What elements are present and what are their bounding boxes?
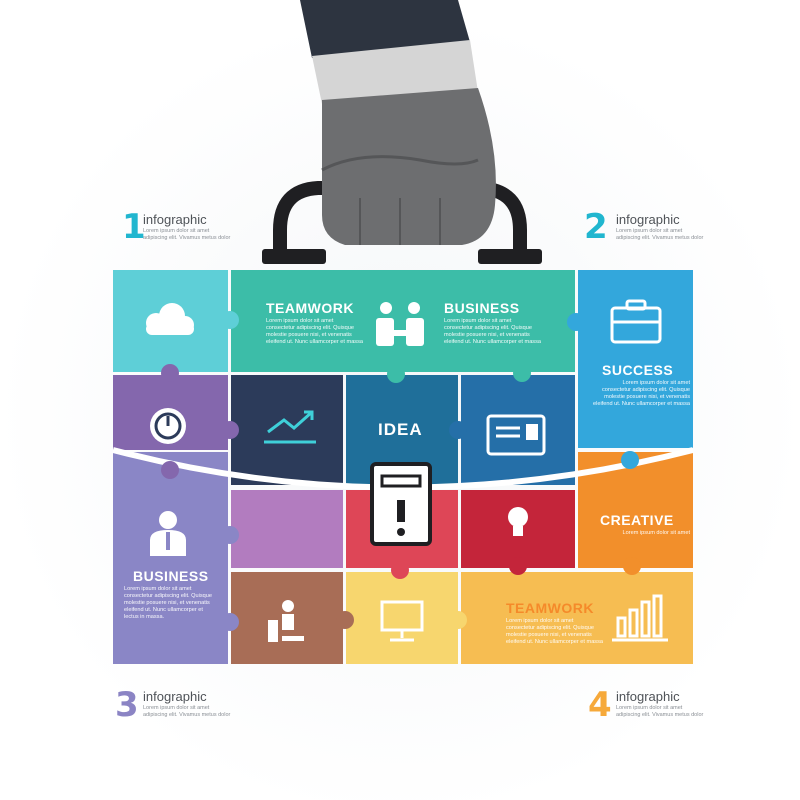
computer-icon: [380, 600, 424, 642]
tile-teamwork-business: [231, 270, 575, 372]
creative-title: CREATIVE: [600, 512, 674, 528]
label-number-4: 4: [588, 685, 612, 725]
teamwork-bottom-title: TEAMWORK: [506, 600, 594, 616]
tile-orchid: [231, 490, 343, 568]
teamwork-bottom-text: Lorem ipsum dolor sit amet consectetur a…: [506, 618, 604, 645]
fist-thumb: [321, 155, 479, 172]
tile-growth: [231, 375, 343, 485]
handle-clip-left: [262, 249, 326, 264]
teamwork-top-title: TEAMWORK: [266, 300, 354, 316]
label-number-2: 2: [584, 207, 608, 247]
shirt-cuff: [312, 40, 478, 104]
growth-chart-icon: [264, 410, 316, 444]
id-card-icon: [486, 414, 546, 456]
tile-success: [578, 270, 693, 448]
handle-clip-right: [478, 249, 542, 264]
label-word-4: infographic: [616, 689, 680, 704]
clock-icon: [150, 408, 186, 444]
teamwork-top-text: Lorem ipsum dolor sit amet consectetur a…: [266, 318, 364, 345]
success-text: Lorem ipsum dolor sit amet consectetur a…: [592, 380, 690, 407]
handshake-icon: [376, 302, 424, 346]
creative-text: Lorem ipsum dolor sit amet: [622, 530, 690, 536]
briefcase-icon: [610, 299, 662, 344]
tile-business: [113, 452, 228, 664]
lightbulb-icon: [508, 507, 528, 536]
business-top-text: Lorem ipsum dolor sit amet consectetur a…: [444, 318, 542, 345]
success-title: SUCCESS: [602, 362, 674, 378]
label-word-2: infographic: [616, 212, 680, 227]
idea-title: IDEA: [378, 420, 423, 439]
suit-sleeve: [300, 0, 470, 58]
business-top-title: BUSINESS: [444, 300, 520, 316]
server-icon: [370, 462, 432, 546]
label-word-1: infographic: [143, 212, 207, 227]
cloud-icon: [146, 303, 194, 335]
puzzle-tiles: [112, 270, 694, 664]
office-worker-icon: [268, 600, 304, 642]
businessman-icon: [150, 511, 186, 556]
bar-chart-icon: [612, 594, 668, 642]
business-left-title: BUSINESS: [133, 568, 209, 584]
label-sub-1: Lorem ipsum dolor sit amet adipiscing el…: [143, 228, 231, 241]
tile-computer: [346, 572, 458, 664]
label-number-1: 1: [122, 207, 146, 247]
business-left-text: Lorem ipsum dolor sit amet consectetur a…: [124, 586, 212, 620]
label-number-3: 3: [115, 685, 139, 725]
label-sub-4: Lorem ipsum dolor sit amet adipiscing el…: [616, 705, 704, 718]
label-sub-2: Lorem ipsum dolor sit amet adipiscing el…: [616, 228, 704, 241]
label-word-3: infographic: [143, 689, 207, 704]
tile-idcard: [461, 375, 575, 485]
fist: [322, 88, 496, 245]
label-sub-3: Lorem ipsum dolor sit amet adipiscing el…: [143, 705, 231, 718]
